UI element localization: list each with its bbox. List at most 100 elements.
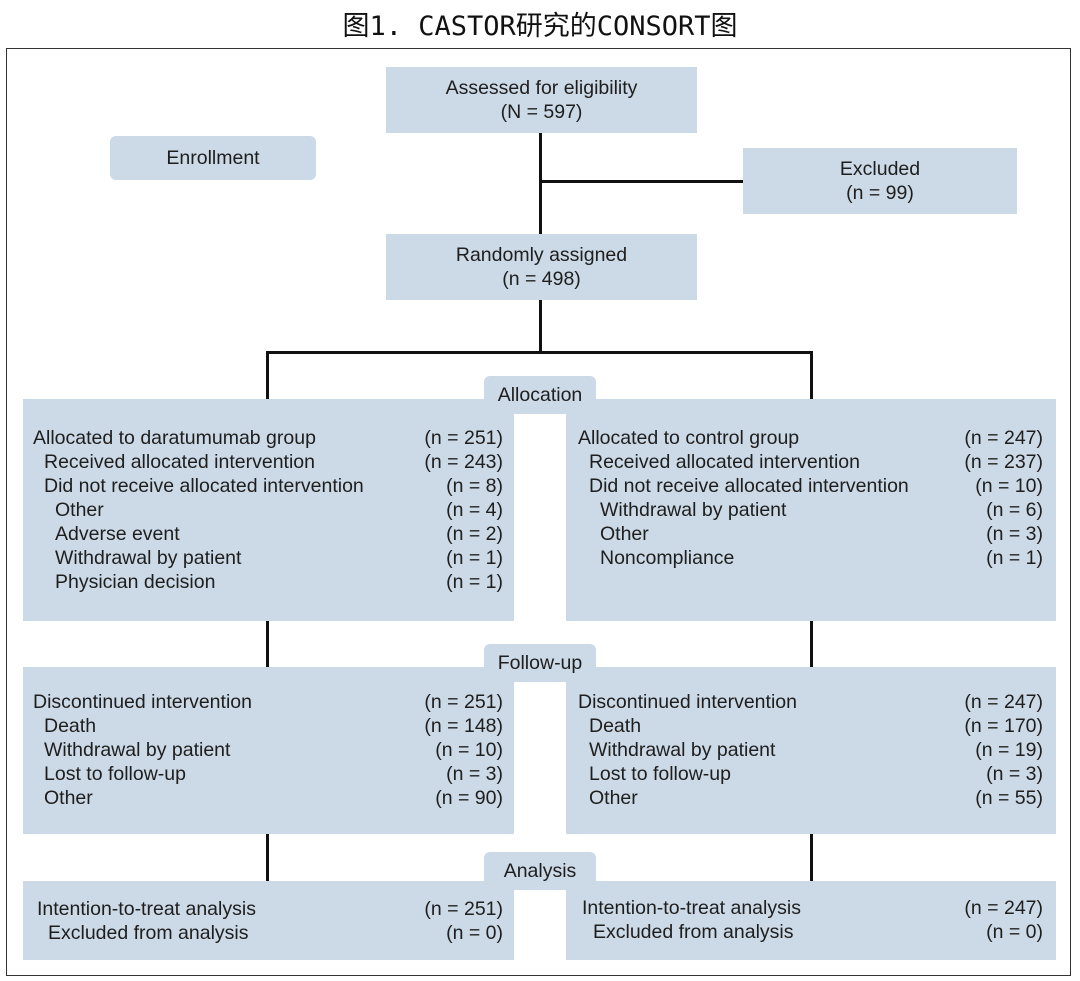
row-count: (n = 247) <box>964 897 1043 919</box>
row-label: Withdrawal by patient <box>44 739 231 761</box>
assessed-title: Assessed for eligibility <box>445 77 638 99</box>
row-label: Lost to follow-up <box>589 763 731 785</box>
list-row: Allocated to daratumumab group (n = 251) <box>33 426 503 450</box>
row-label: Death <box>44 715 97 737</box>
list-row: Received allocated intervention (n = 243) <box>33 450 503 474</box>
connector-line <box>810 620 813 667</box>
row-count: (n = 3) <box>986 523 1043 545</box>
connector-line <box>810 351 813 399</box>
row-count: (n = 243) <box>424 451 503 473</box>
list-row: Withdrawal by patient (n = 1) <box>33 546 503 570</box>
row-count: (n = 3) <box>986 763 1043 785</box>
list-row: Did not receive allocated intervention(n… <box>33 474 503 498</box>
right-analysis-list: Intention-to-treat analysis(n = 247)Excl… <box>582 896 1043 944</box>
row-label: Other <box>589 787 638 809</box>
list-row: Received allocated intervention (n = 237) <box>578 450 1043 474</box>
excluded-title: Excluded <box>839 158 921 180</box>
randomized-title: Randomly assigned <box>455 244 628 266</box>
row-count: (n = 4) <box>446 499 503 521</box>
row-count: (n = 8) <box>446 475 503 497</box>
row-label: Physician decision <box>55 571 216 593</box>
row-count: (n = 251) <box>424 898 503 920</box>
row-count: (n = 1) <box>446 571 503 593</box>
connector-line <box>810 833 813 881</box>
row-label: Other <box>55 499 104 521</box>
row-count: (n = 148) <box>424 715 503 737</box>
row-label: Excluded from analysis <box>593 921 794 943</box>
row-label: Noncompliance <box>600 547 735 569</box>
row-count: (n = 55) <box>975 787 1043 809</box>
list-row: Intention-to-treat analysis (n = 251) <box>37 897 503 921</box>
row-label: Withdrawal by patient <box>589 739 776 761</box>
row-label: Allocated to control group <box>578 427 800 449</box>
left-allocation-list: Allocated to daratumumab group(n = 251)R… <box>33 426 503 594</box>
list-row: Physician decision (n = 1) <box>33 570 503 594</box>
connector-line <box>266 351 813 354</box>
row-label: Withdrawal by patient <box>600 499 787 521</box>
left-analysis-list: Intention-to-treat analysis (n = 251)Excl… <box>37 897 503 945</box>
row-count: (n = 10) <box>435 739 503 761</box>
connector-line <box>540 180 743 183</box>
assessed-box: Assessed for eligibility (N = 597) <box>386 67 697 133</box>
assessed-count: (N = 597) <box>500 101 583 123</box>
row-label: Adverse event <box>55 523 180 545</box>
row-label: Allocated to daratumumab group <box>33 427 316 449</box>
row-label: Received allocated intervention <box>589 451 861 473</box>
row-label: Intention-to-treat analysis <box>582 897 801 919</box>
list-row: Lost to follow-up (n = 3) <box>578 762 1043 786</box>
row-count: (n = 10) <box>975 475 1043 497</box>
right-allocation-list: Allocated to control group(n = 247)Recei… <box>578 426 1043 570</box>
left-analysis-box <box>23 881 514 960</box>
row-count: (n = 251) <box>424 427 503 449</box>
list-row: Discontinued intervention(n = 251) <box>33 690 503 714</box>
connector-line <box>539 299 542 353</box>
list-row: Discontinued intervention(n = 247) <box>578 690 1043 714</box>
list-row: Withdrawal by patient (n = 6) <box>578 498 1043 522</box>
randomized-box: Randomly assigned (n = 498) <box>386 234 697 300</box>
list-row: Excluded from analysis (n = 0) <box>582 920 1043 944</box>
row-count: (n = 6) <box>986 499 1043 521</box>
list-row: Intention-to-treat analysis (n = 247) <box>582 896 1043 920</box>
row-label: Death <box>589 715 642 737</box>
row-count: (n = 19) <box>975 739 1043 761</box>
list-row: Withdrawal by patient (n = 10) <box>33 738 503 762</box>
list-row: Other (n = 55) <box>578 786 1043 810</box>
row-label: Withdrawal by patient <box>55 547 242 569</box>
list-row: Adverse event(n = 2) <box>33 522 503 546</box>
connector-line <box>266 351 269 399</box>
row-count: (n = 90) <box>435 787 503 809</box>
enrollment-label-text: Enrollment <box>166 147 260 169</box>
list-row: Other (n = 90) <box>33 786 503 810</box>
row-label: Other <box>600 523 649 545</box>
list-row: Noncompliance(n = 1) <box>578 546 1043 570</box>
excluded-box: Excluded (n = 99) <box>743 148 1017 214</box>
connector-line <box>266 620 269 667</box>
list-row: Did not receive allocated intervention(n… <box>578 474 1043 498</box>
row-count: (n = 251) <box>424 691 503 713</box>
right-allocation-box <box>566 399 1056 621</box>
row-count: (n = 247) <box>964 427 1043 449</box>
list-row: Death (n = 148) <box>33 714 503 738</box>
list-row: Other (n = 4) <box>33 498 503 522</box>
list-row: Allocated to control group (n = 247) <box>578 426 1043 450</box>
randomized-count: (n = 498) <box>502 268 581 290</box>
connector-line <box>539 132 542 234</box>
list-row: Other (n = 3) <box>578 522 1043 546</box>
allocation-stage-label: Allocation <box>484 376 596 414</box>
list-row: Death (n = 170) <box>578 714 1043 738</box>
row-count: (n = 0) <box>986 921 1043 943</box>
diagram-frame <box>6 48 1071 976</box>
row-count: (n = 170) <box>964 715 1043 737</box>
figure-title: 图1. CASTOR研究的CONSORT图 <box>342 11 738 42</box>
row-count: (n = 237) <box>964 451 1043 473</box>
row-label: Received allocated intervention <box>44 451 316 473</box>
row-label: Intention-to-treat analysis <box>37 898 256 920</box>
right-analysis-box <box>566 881 1056 960</box>
row-count: (n = 0) <box>446 922 503 944</box>
list-row: Withdrawal by patient (n = 19) <box>578 738 1043 762</box>
row-label: Other <box>44 787 93 809</box>
list-row: Excluded from analysis(n = 0) <box>37 921 503 945</box>
row-count: (n = 1) <box>446 547 503 569</box>
left-followup-box <box>23 667 514 834</box>
left-followup-list: Discontinued intervention(n = 251)Death (… <box>33 690 503 810</box>
